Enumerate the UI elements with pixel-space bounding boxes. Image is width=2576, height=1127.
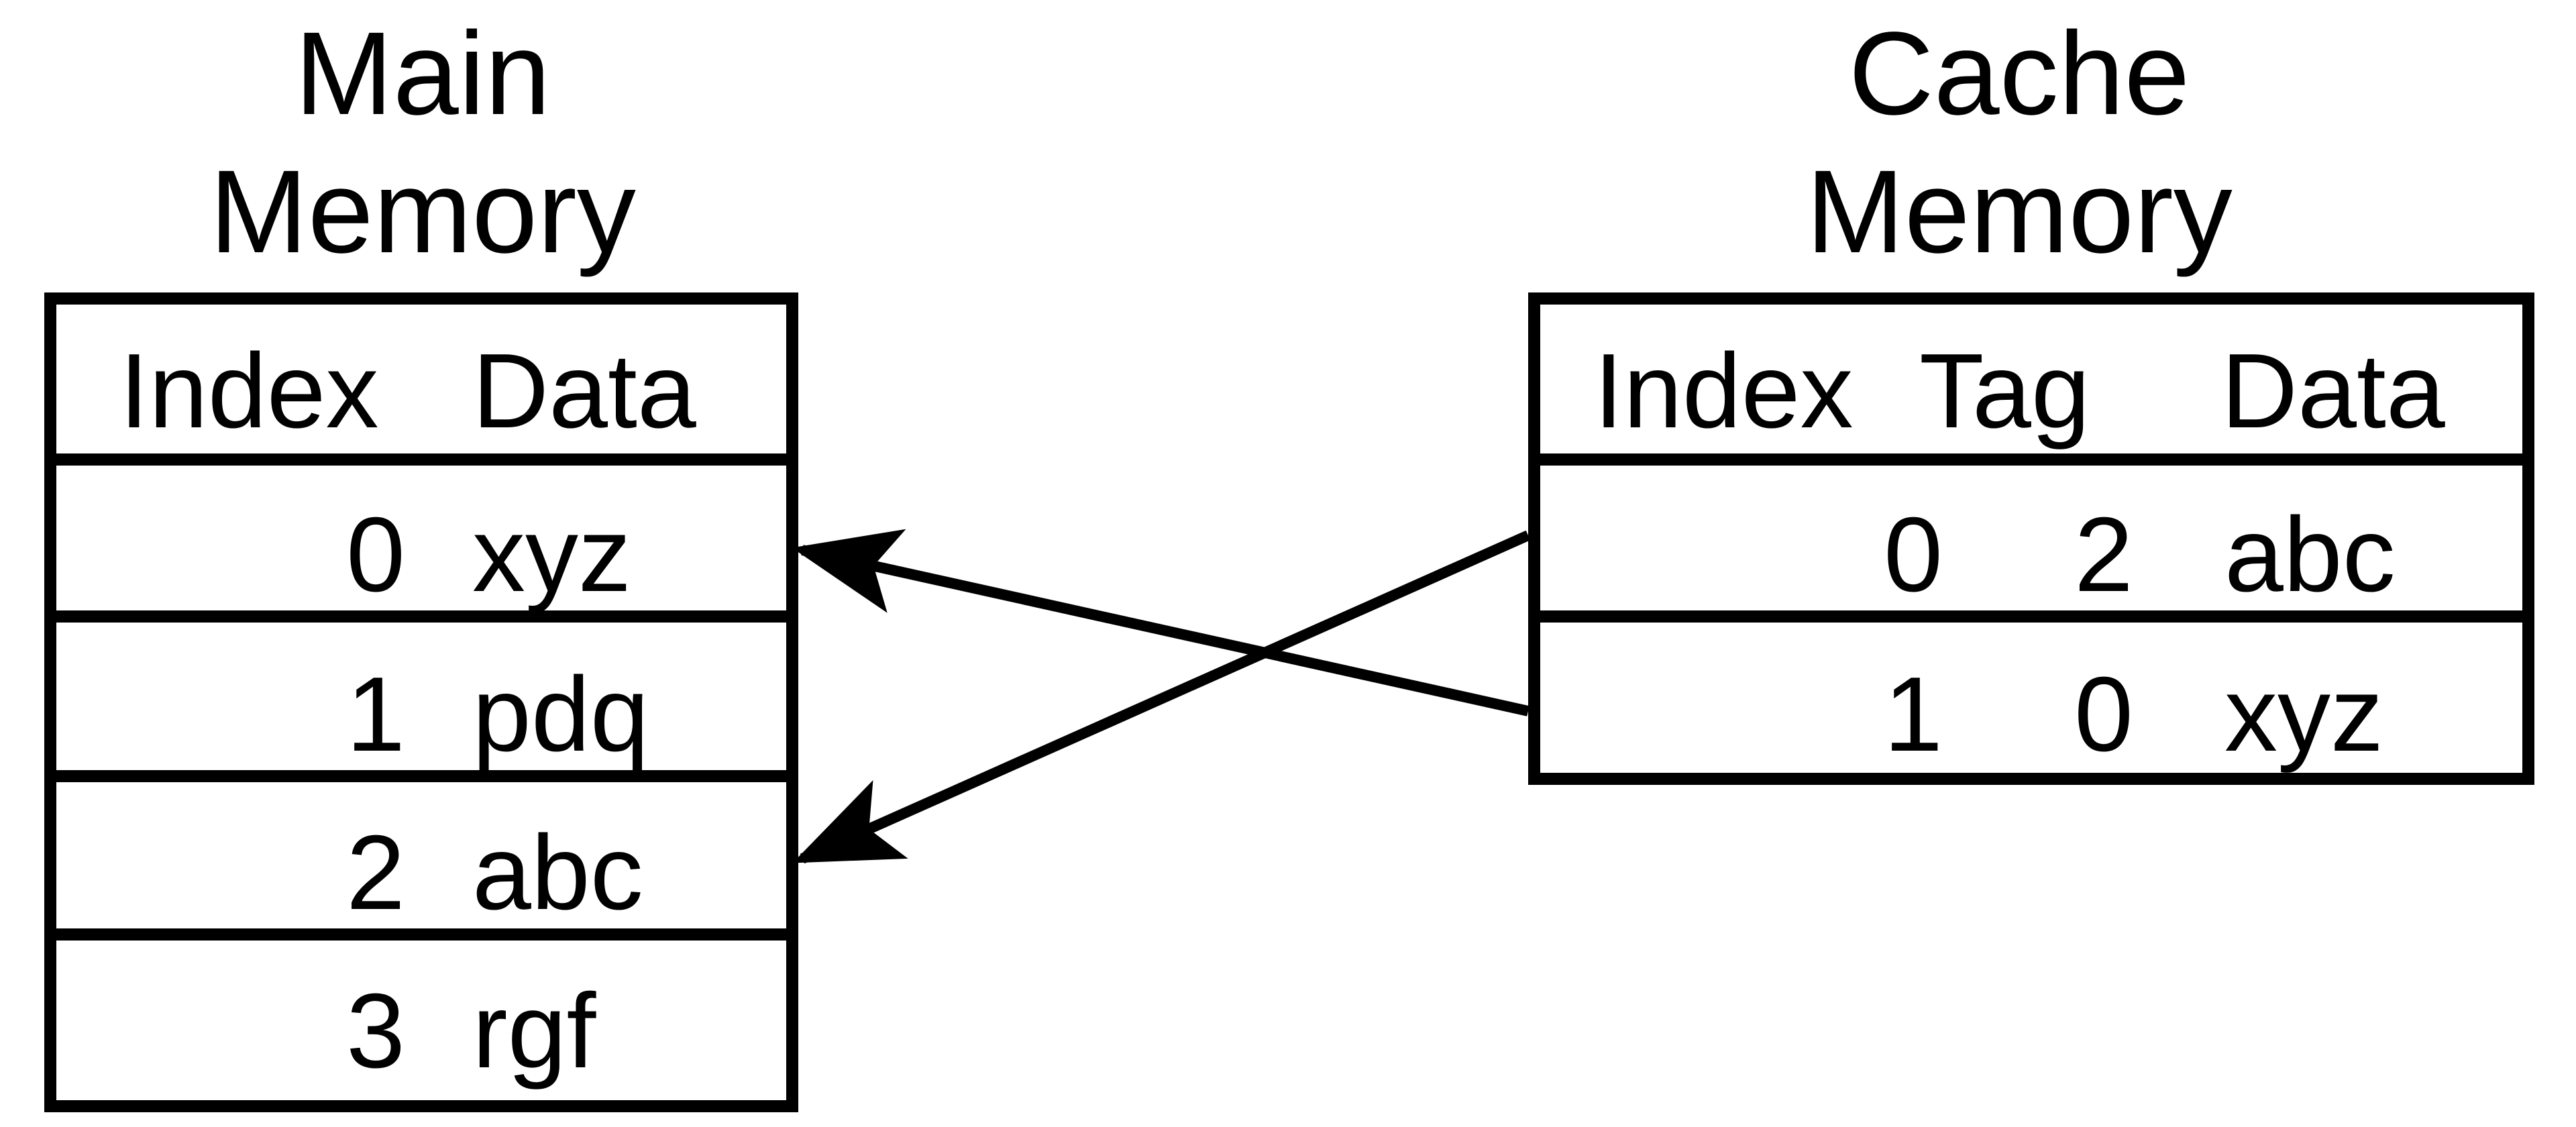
cache-divider-1: [1540, 610, 2522, 623]
cache-row-0-data: abc: [2224, 496, 2396, 614]
cache-row-1-tag: 0: [2074, 655, 2133, 773]
main-header-data: Data: [472, 332, 696, 450]
main-row-1-index: 1: [346, 655, 405, 773]
main-divider-1: [56, 610, 786, 623]
cache-divider-0: [1540, 453, 2522, 466]
main-row-0-index: 0: [346, 496, 405, 614]
cache-memory-table: Index Tag Data 0 2 abc 1 0 xyz: [1528, 292, 2534, 785]
cache-row-0-index: 0: [1884, 496, 1943, 614]
cache-row-0-tag: 2: [2074, 496, 2133, 614]
main-divider-0: [56, 453, 786, 466]
main-row-2-index: 2: [346, 814, 405, 932]
arrow-cache-row-1-to-main-row-0: [792, 529, 1529, 716]
main-divider-2: [56, 770, 786, 782]
main-memory-table: Index Data 0 xyz 1 pdq 2 abc 3 rgf: [44, 292, 798, 1112]
main-divider-3: [56, 928, 786, 941]
cache-memory-title-line1: Cache: [1848, 8, 2190, 140]
cache-header-data: Data: [2221, 332, 2445, 450]
cache-memory-title-line2: Memory: [1806, 146, 2233, 278]
cache-header-index: Index: [1594, 332, 1854, 450]
cache-header-tag: Tag: [1919, 332, 2090, 450]
main-row-2-data: abc: [472, 814, 643, 932]
arrow-cache-row-0-to-main-row-2: [792, 530, 1531, 864]
main-memory-title-line1: Main: [294, 8, 551, 140]
main-row-3-data: rgf: [472, 972, 596, 1090]
main-row-3-index: 3: [346, 972, 405, 1090]
main-row-1-data: pdq: [472, 655, 649, 773]
cache-row-1-index: 1: [1884, 655, 1943, 773]
main-memory-title-line2: Memory: [209, 146, 636, 278]
cache-row-1-data: xyz: [2224, 655, 2383, 773]
main-row-0-data: xyz: [472, 496, 631, 614]
main-header-index: Index: [119, 332, 379, 450]
